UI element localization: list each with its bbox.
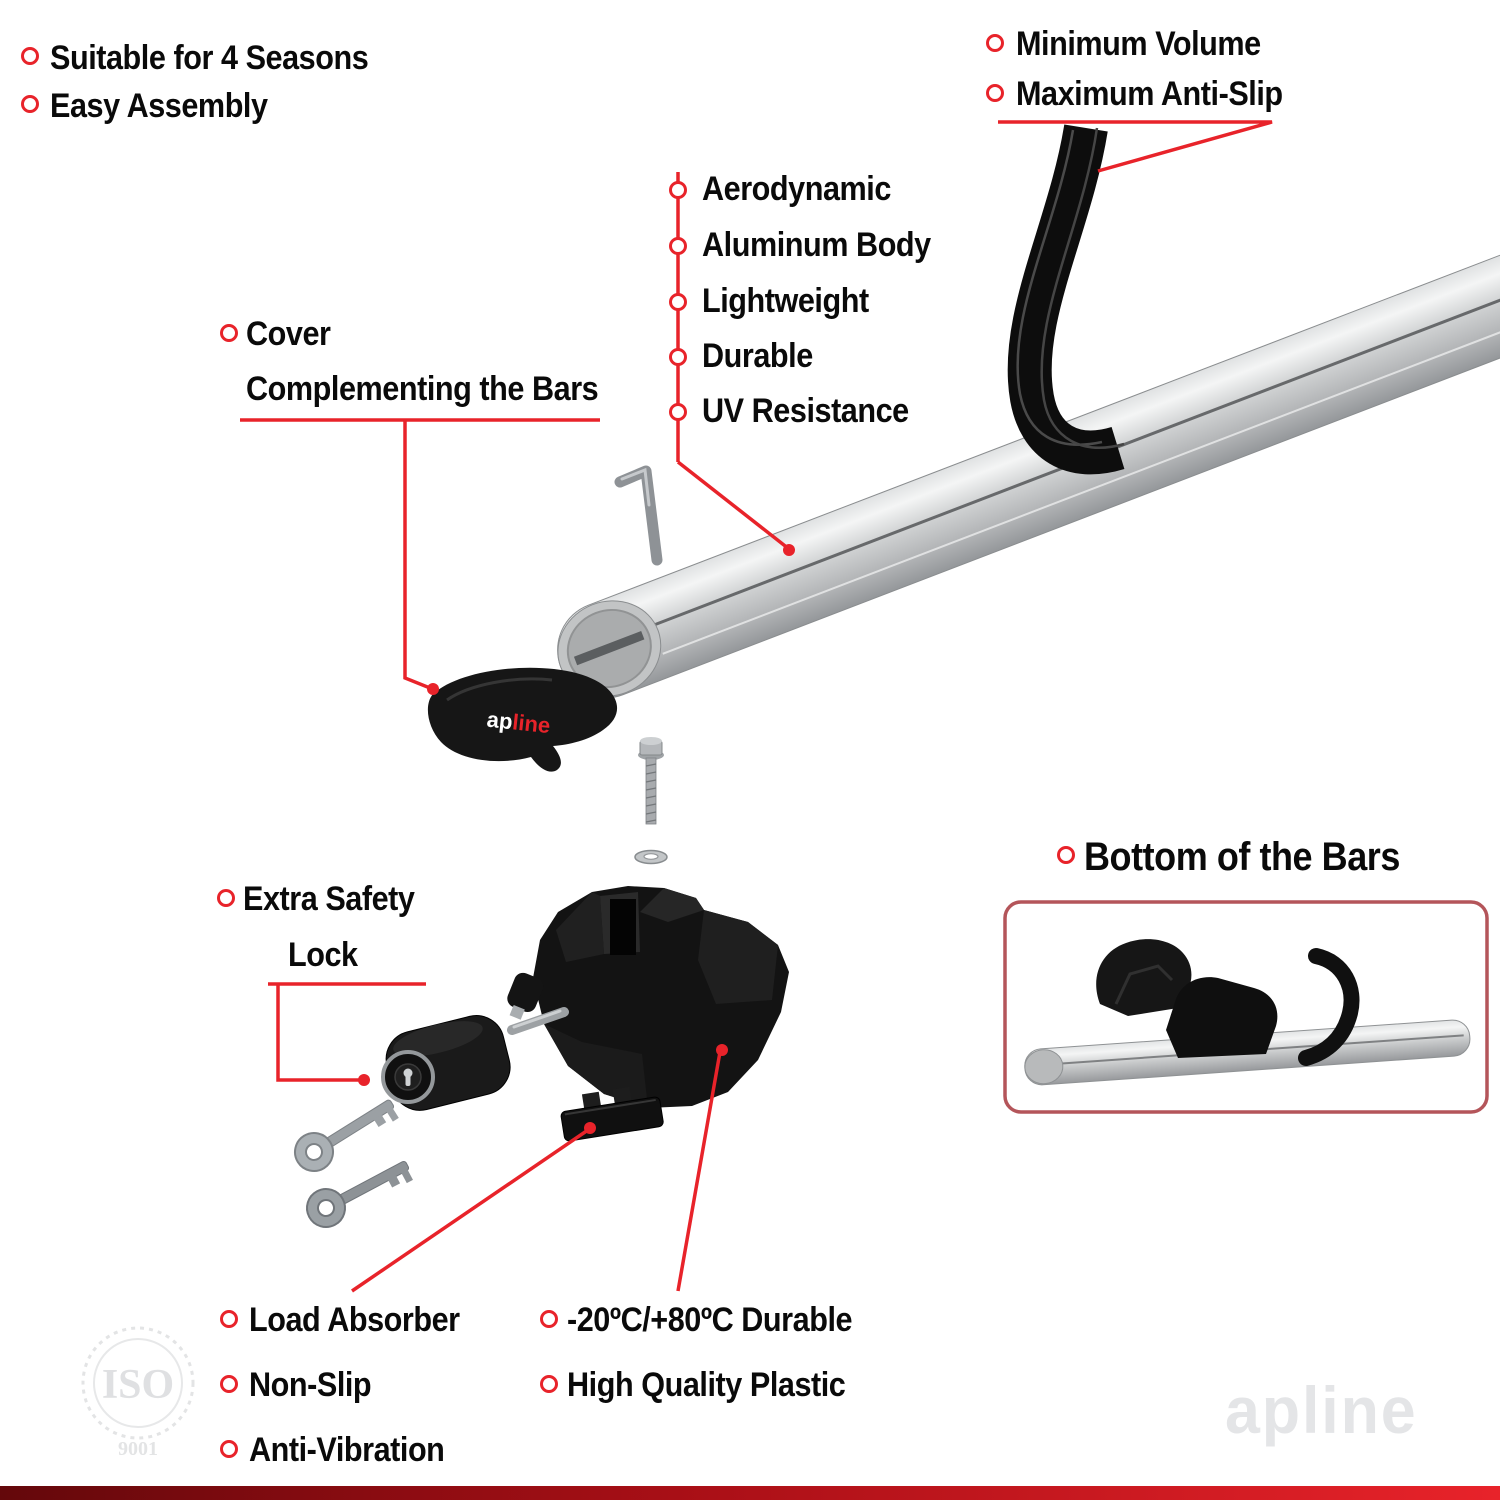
bullet-lock: [217, 889, 235, 907]
mounting-foot: [533, 886, 789, 1108]
keys: [294, 1099, 413, 1228]
iso-number-text: 9001: [118, 1438, 158, 1460]
bullet-volume: [986, 34, 1004, 52]
allen-key-icon: [614, 465, 663, 566]
bullet-assembly: [21, 95, 39, 113]
bullet-cover: [220, 324, 238, 342]
callout-season: Suitable for 4 Seasons: [50, 39, 369, 77]
callout-nonslip: Non-Slip: [249, 1366, 372, 1404]
callout-cover-line2: Complementing the Bars: [246, 370, 599, 408]
cover-part: apline: [427, 667, 618, 772]
bullet-bottom-bars: [1057, 846, 1075, 864]
callout-feature-lightweight: Lightweight: [702, 282, 869, 320]
callout-feature-aerodynamic: Aerodynamic: [702, 170, 891, 208]
brand-watermark: apline: [1225, 1373, 1418, 1447]
iso-text: ISO: [102, 1362, 174, 1408]
bullet-plastic: [540, 1375, 558, 1393]
bullet-feature-4: [669, 348, 687, 366]
bullet-antivibration: [220, 1440, 238, 1458]
bullet-antislip: [986, 84, 1004, 102]
bullet-feature-2: [669, 237, 687, 255]
rubber-strip: [1007, 124, 1125, 475]
iso-badge: ISO 9001: [81, 1326, 195, 1460]
callout-feature-durable: Durable: [702, 337, 813, 375]
callout-feature-uv: UV Resistance: [702, 392, 909, 430]
bullet-load: [220, 1310, 238, 1328]
bullet-feature-5: [669, 403, 687, 421]
callout-assembly: Easy Assembly: [50, 87, 268, 125]
callout-lock-line1: Extra Safety: [243, 880, 415, 918]
leader-lines: [240, 120, 1273, 1293]
callout-temperature: -20ºC/+80ºC Durable: [567, 1301, 853, 1339]
callout-plastic: High Quality Plastic: [567, 1366, 846, 1404]
callout-lock-line2: Lock: [288, 936, 358, 974]
callout-bottom-bars: Bottom of the Bars: [1084, 835, 1400, 879]
bullet-feature-3: [669, 293, 687, 311]
bullet-temperature: [540, 1310, 558, 1328]
bullet-nonslip: [220, 1375, 238, 1393]
callout-antislip: Maximum Anti-Slip: [1016, 75, 1283, 113]
callout-volume: Minimum Volume: [1016, 25, 1261, 63]
cover-logo: apline: [486, 707, 552, 739]
callout-cover-line1: Cover: [246, 315, 331, 353]
bullet-season: [21, 47, 39, 65]
bolt: [638, 737, 664, 825]
inset-bottom-of-bars: [1003, 900, 1489, 1114]
washer: [634, 849, 668, 865]
bottom-accent-bar: [0, 1486, 1500, 1500]
callout-load: Load Absorber: [249, 1301, 460, 1339]
callout-antivibration: Anti-Vibration: [249, 1431, 445, 1469]
bullet-feature-1: [669, 181, 687, 199]
safety-lock: [381, 972, 569, 1111]
leader-dots: [358, 544, 795, 1134]
callout-feature-aluminum: Aluminum Body: [702, 226, 931, 264]
